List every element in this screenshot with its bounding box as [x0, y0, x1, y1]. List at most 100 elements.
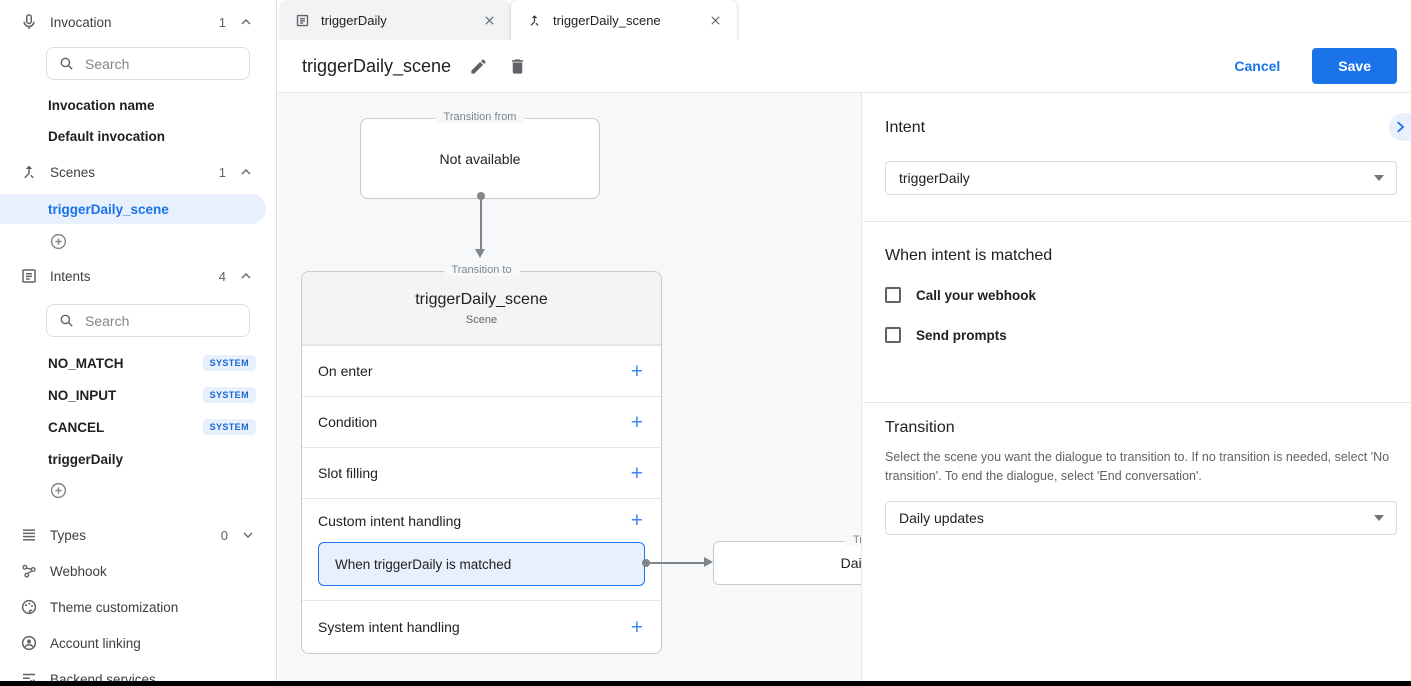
send-prompts-option[interactable]: Send prompts	[885, 327, 1397, 343]
transition-heading: Transition	[885, 419, 955, 436]
scene-row-label: Slot filling	[318, 465, 378, 481]
save-button[interactable]: Save	[1312, 48, 1397, 84]
divider	[862, 221, 1411, 222]
add-custom-intent-button[interactable]: +	[630, 509, 643, 532]
scene-row-slot-filling: Slot filling +	[302, 447, 661, 498]
sidebar-item-triggerdaily-scene[interactable]: triggerDaily_scene	[0, 194, 266, 224]
transition-target-text: Daily updates	[840, 555, 861, 571]
intent-handler-label: When triggerDaily is matched	[335, 556, 512, 572]
transition-target-node[interactable]: Transition to Daily updates	[713, 534, 861, 585]
sidebar-section-scenes[interactable]: Scenes 1	[0, 152, 276, 192]
sidebar-section-intents[interactable]: Intents 4	[0, 256, 276, 296]
main-area: triggerDaily triggerDaily_scene triggerD…	[277, 0, 1411, 681]
section-label: Intents	[50, 268, 91, 284]
connector-dot	[642, 559, 650, 567]
title-bar: triggerDaily_scene Cancel Save	[277, 40, 1411, 93]
intent-label: CANCEL	[48, 419, 105, 435]
chevron-up-icon[interactable]	[238, 268, 254, 284]
invocation-search-input[interactable]	[85, 55, 225, 72]
scene-split-icon	[20, 163, 38, 181]
scene-row-label: Custom intent handling	[318, 512, 462, 529]
sidebar-item-no-match[interactable]: NO_MATCH SYSTEM	[0, 347, 276, 379]
intent-handler-selected[interactable]: When triggerDaily is matched	[318, 542, 645, 586]
sidebar-item-types[interactable]: Types 0	[0, 517, 276, 553]
cancel-button[interactable]: Cancel	[1234, 58, 1281, 74]
connector-line	[480, 199, 482, 249]
scene-node-header: triggerDaily_scene Scene	[302, 272, 661, 345]
section-label: Invocation	[50, 14, 112, 30]
page-title: triggerDaily_scene	[302, 55, 452, 76]
intent-heading: Intent	[885, 119, 926, 136]
add-scene-button[interactable]	[0, 226, 276, 256]
section-label: Theme customization	[50, 599, 179, 615]
sidebar-item-triggerdaily[interactable]: triggerDaily	[0, 443, 276, 475]
add-condition-button[interactable]: +	[630, 410, 643, 434]
section-count: 1	[218, 164, 226, 180]
webhook-icon	[20, 562, 38, 580]
scene-row-on-enter: On enter +	[302, 345, 661, 396]
section-count: 4	[218, 268, 226, 284]
dropdown-caret-icon	[1374, 175, 1384, 181]
add-on-enter-button[interactable]: +	[630, 359, 643, 383]
add-system-intent-button[interactable]: +	[630, 615, 643, 639]
sidebar: Invocation 1 Invocation name Default inv…	[0, 0, 277, 681]
sidebar-item-invocation-name[interactable]: Invocation name	[48, 98, 155, 113]
scene-node-title: triggerDaily_scene	[415, 290, 548, 308]
scene-row-system-intent-handling: System intent handling +	[302, 600, 661, 653]
chevron-down-icon[interactable]	[240, 527, 256, 543]
sidebar-item-no-input[interactable]: NO_INPUT SYSTEM	[0, 379, 276, 411]
bottom-bar	[0, 681, 1411, 686]
sidebar-item-backend-services[interactable]: Backend services	[0, 661, 276, 681]
node-legend: Transition to	[443, 264, 520, 276]
node-legend: Transition to	[844, 534, 861, 546]
tab-strip: triggerDaily triggerDaily_scene	[277, 0, 1411, 40]
section-label: Scenes	[50, 164, 96, 180]
flow-canvas[interactable]: Transition from Not available Transition…	[277, 93, 861, 681]
collapse-panel-button[interactable]	[1389, 113, 1411, 141]
connector-dot	[477, 192, 485, 200]
intents-list-icon	[20, 267, 38, 285]
intents-search[interactable]	[46, 304, 250, 337]
sidebar-section-invocation[interactable]: Invocation 1	[0, 5, 276, 39]
call-webhook-option[interactable]: Call your webhook	[885, 287, 1397, 303]
tab-triggerdaily[interactable]: triggerDaily	[279, 0, 511, 40]
checkbox-label: Send prompts	[916, 327, 1007, 343]
chevron-up-icon[interactable]	[238, 164, 254, 180]
delete-icon[interactable]	[506, 55, 529, 78]
microphone-icon	[20, 13, 38, 31]
section-label: Backend services	[50, 671, 156, 682]
scene-row-label: System intent handling	[318, 619, 460, 635]
intent-label: triggerDaily	[48, 451, 124, 467]
section-count: 0	[220, 527, 228, 543]
checkbox-label: Call your webhook	[916, 287, 1037, 303]
send-prompts-checkbox[interactable]	[885, 327, 901, 343]
add-intent-button[interactable]	[0, 475, 276, 505]
scene-row-label: On enter	[318, 363, 373, 379]
scene-row-custom-intent-handling: Custom intent handling +	[302, 498, 661, 542]
sidebar-item-webhook[interactable]: Webhook	[0, 553, 276, 589]
intent-select-value: triggerDaily	[899, 170, 970, 186]
close-icon[interactable]	[480, 11, 499, 30]
chevron-up-icon[interactable]	[238, 14, 254, 30]
section-count: 1	[218, 14, 226, 30]
add-slot-filling-button[interactable]: +	[630, 461, 643, 485]
search-icon	[57, 312, 75, 330]
intent-select[interactable]: triggerDaily	[885, 161, 1397, 195]
intent-doc-icon	[293, 11, 311, 29]
close-icon[interactable]	[706, 11, 725, 30]
edit-icon[interactable]	[467, 55, 490, 78]
call-webhook-checkbox[interactable]	[885, 287, 901, 303]
sidebar-item-cancel[interactable]: CANCEL SYSTEM	[0, 411, 276, 443]
tab-triggerdaily-scene[interactable]: triggerDaily_scene	[511, 0, 737, 40]
sidebar-item-default-invocation[interactable]: Default invocation	[48, 129, 166, 144]
invocation-search[interactable]	[46, 47, 250, 80]
intents-search-input[interactable]	[85, 312, 225, 329]
sidebar-item-theme-customization[interactable]: Theme customization	[0, 589, 276, 625]
sidebar-item-account-linking[interactable]: Account linking	[0, 625, 276, 661]
transition-select-value: Daily updates	[899, 509, 984, 526]
backend-services-icon	[20, 670, 38, 681]
system-badge: SYSTEM	[202, 419, 256, 435]
transition-select[interactable]: Daily updates	[885, 500, 1397, 535]
intent-label: NO_MATCH	[48, 355, 124, 371]
